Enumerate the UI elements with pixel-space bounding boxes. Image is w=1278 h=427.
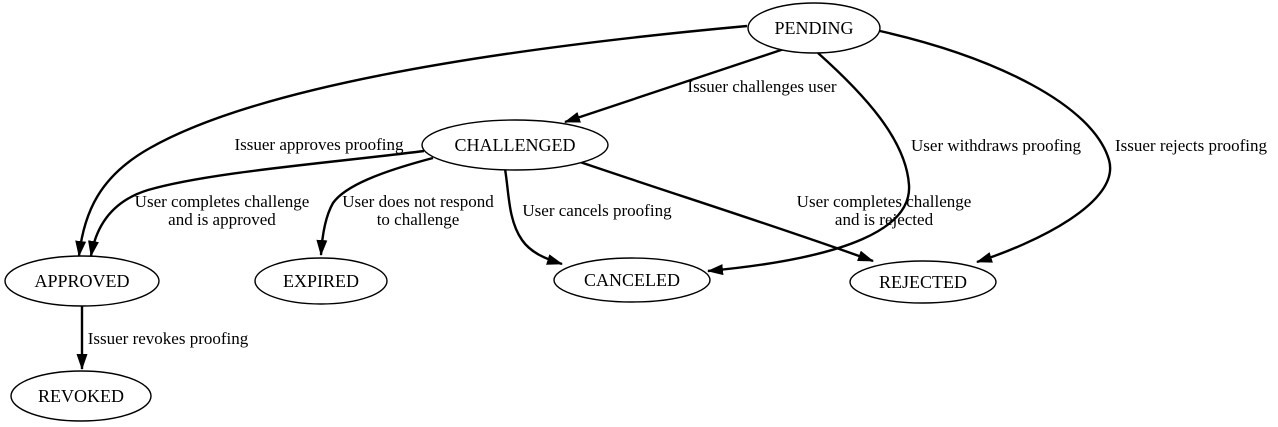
node-label-revoked: REVOKED bbox=[38, 386, 124, 406]
edge-label-pending-to-challenged: Issuer challenges user bbox=[687, 77, 837, 96]
edge-label-challenged-to-expired-line2: to challenge bbox=[377, 210, 460, 229]
node-label-canceled: CANCELED bbox=[584, 270, 680, 290]
node-label-expired: EXPIRED bbox=[283, 271, 359, 291]
nodes-layer: PENDING CHALLENGED APPROVED EXPIRED CANCELED… bbox=[4, 2, 997, 422]
edge-challenged-to-expired bbox=[316, 156, 434, 256]
node-ellipse-challenged bbox=[421, 119, 609, 171]
node-rejected: REJECTED bbox=[849, 260, 997, 304]
edge-challenged-to-canceled bbox=[503, 168, 563, 266]
node-label-rejected: REJECTED bbox=[879, 272, 967, 292]
node-pending: PENDING bbox=[747, 2, 881, 54]
node-label-approved: APPROVED bbox=[34, 271, 129, 291]
node-ellipse-pending bbox=[747, 2, 881, 54]
edge-pending-to-canceled bbox=[707, 52, 911, 276]
edges-layer bbox=[75, 24, 1112, 370]
node-ellipse-revoked bbox=[10, 370, 152, 422]
node-label-challenged: CHALLENGED bbox=[455, 135, 576, 155]
node-canceled: CANCELED bbox=[553, 257, 711, 303]
edge-label-challenged-to-expired-line1: User does not respond bbox=[342, 192, 494, 211]
node-ellipse-canceled bbox=[553, 257, 711, 303]
edge-label-challenged-to-approved-line1: User completes challenge bbox=[135, 192, 310, 211]
node-ellipse-expired bbox=[254, 257, 388, 305]
edge-pending-to-approved bbox=[75, 24, 748, 257]
node-ellipse-approved bbox=[4, 255, 160, 307]
node-expired: EXPIRED bbox=[254, 257, 388, 305]
edge-label-challenged-to-approved-line2: and is approved bbox=[168, 210, 276, 229]
edge-challenged-to-approved bbox=[88, 149, 425, 257]
edge-label-pending-to-rejected: Issuer rejects proofing bbox=[1115, 136, 1268, 155]
node-ellipse-rejected bbox=[849, 260, 997, 304]
edge-label-pending-to-approved: Issuer approves proofing bbox=[234, 135, 404, 154]
edge-label-challenged-to-rejected-line1: User completes challenge bbox=[797, 192, 972, 211]
edge-pending-to-rejected bbox=[879, 29, 1112, 264]
node-challenged: CHALLENGED bbox=[421, 119, 609, 171]
node-revoked: REVOKED bbox=[10, 370, 152, 422]
edge-challenged-to-rejected bbox=[579, 160, 874, 263]
edge-pending-to-challenged bbox=[564, 47, 785, 124]
node-approved: APPROVED bbox=[4, 255, 160, 307]
node-label-pending: PENDING bbox=[775, 18, 854, 38]
edge-label-pending-to-canceled: User withdraws proofing bbox=[911, 136, 1081, 155]
edge-label-challenged-to-canceled: User cancels proofing bbox=[522, 201, 672, 220]
edge-label-challenged-to-rejected-line2: and is rejected bbox=[835, 210, 934, 229]
edge-label-approved-to-revoked: Issuer revokes proofing bbox=[88, 329, 249, 348]
